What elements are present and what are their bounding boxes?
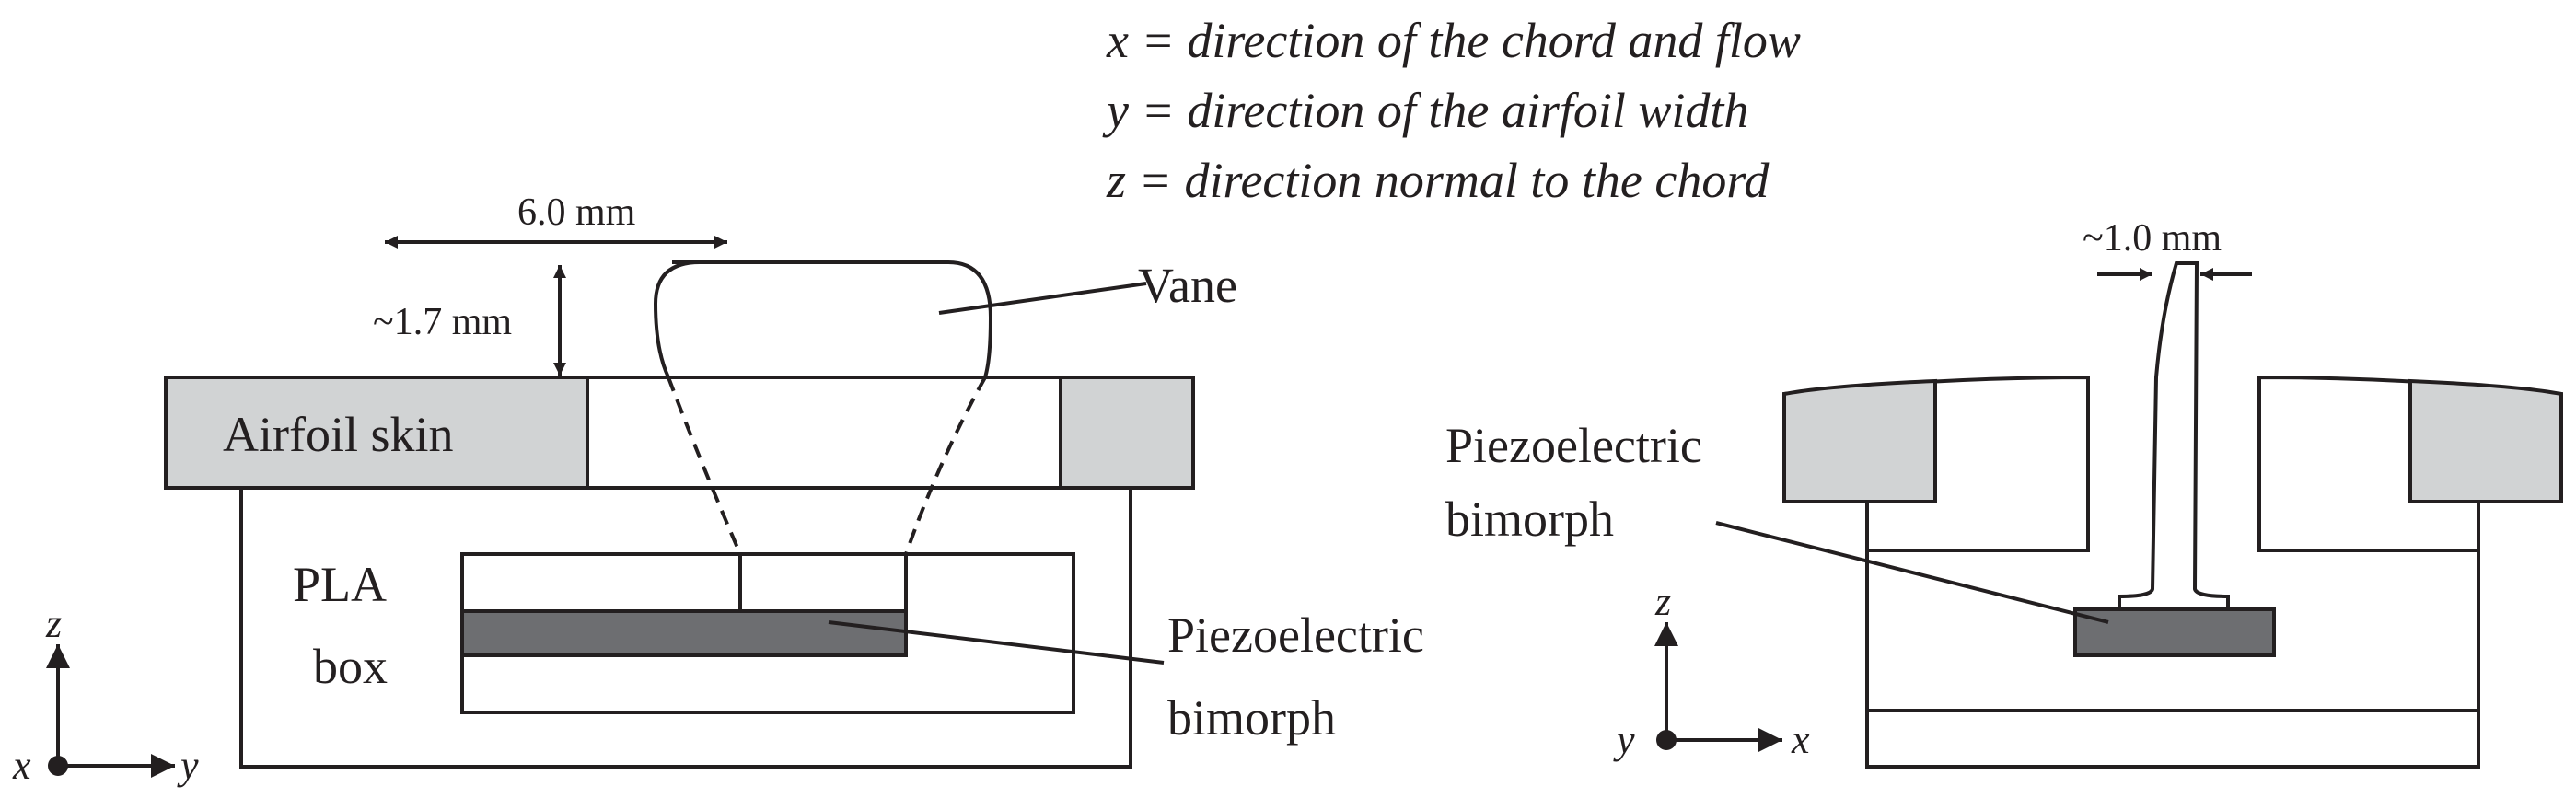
legend-z-definition: z = direction normal to the chord (1106, 153, 1770, 208)
piezo-bimorph-right (2073, 607, 2276, 657)
piezo-label-right-line2: bimorph (1445, 492, 1614, 547)
pla-box (239, 488, 1132, 769)
height-dimension-label: ~1.7 mm (373, 301, 512, 343)
right-view (1715, 261, 2563, 769)
vane-outline (653, 260, 993, 379)
skin-opening (586, 376, 1062, 490)
airfoil-skin-label: Airfoil skin (223, 407, 454, 462)
right-y-axis-dot (1656, 730, 1677, 750)
right-x-axis-label: x (1791, 717, 1810, 762)
vane-label: Vane (1138, 258, 1237, 313)
piezo-leader-left (828, 620, 1165, 665)
right-view-labels: ~1.0 mm Piezoelectric bimorph (1445, 217, 2222, 547)
right-y-axis-label: y (1613, 717, 1635, 762)
piezo-leader-right (1715, 521, 2109, 624)
axis-legend: x = direction of the chord and flow y = … (1102, 13, 1801, 208)
skin-insert-right (2408, 378, 2563, 503)
vane-hidden-right (904, 376, 987, 555)
lower-body (1865, 550, 2480, 769)
piezo-label-left-line2: bimorph (1167, 690, 1336, 746)
airfoil-skin-left (164, 376, 589, 490)
skin-insert-left (1782, 378, 1937, 503)
pla-box-label-line1: PLA (293, 557, 387, 612)
right-axes: z x y (1613, 579, 1810, 762)
pla-box-label-line2: box (313, 639, 388, 694)
left-view-labels: 6.0 mm ~1.7 mm Vane Airfoil skin PLA box… (223, 191, 1424, 746)
left-axes: z y x (12, 601, 199, 788)
piezo-label-left-line1: Piezoelectric (1167, 607, 1424, 663)
width-dimension-label: 6.0 mm (517, 191, 636, 234)
piezo-bimorph-left (460, 609, 908, 657)
legend-y-definition: y = direction of the airfoil width (1102, 83, 1748, 138)
thickness-dimension-label: ~1.0 mm (2083, 217, 2222, 260)
left-x-axis-label: x (12, 743, 31, 788)
left-z-axis-label: z (45, 601, 62, 646)
vane-side-profile (2118, 261, 2230, 611)
vane-leader (938, 282, 1147, 315)
piezo-label-right-line1: Piezoelectric (1445, 418, 1702, 473)
legend-x-definition: x = direction of the chord and flow (1106, 13, 1801, 68)
airfoil-skin-right (1059, 376, 1195, 490)
left-view (164, 236, 1195, 769)
left-x-axis-dot (48, 756, 68, 776)
left-y-axis-label: y (177, 743, 199, 788)
right-z-axis-label: z (1654, 579, 1671, 624)
